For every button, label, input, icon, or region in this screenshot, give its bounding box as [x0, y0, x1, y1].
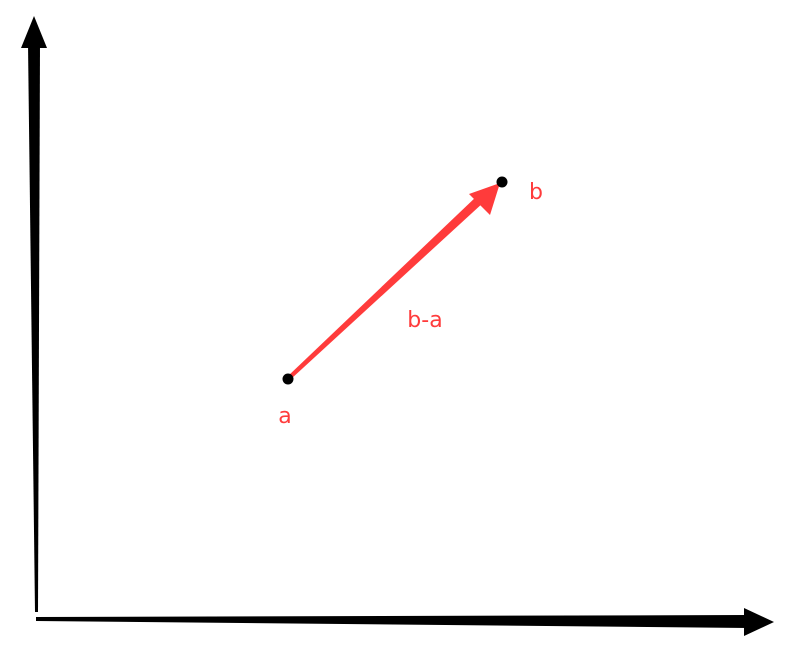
vector-b-minus-a [288, 183, 500, 379]
x-axis-shaft [36, 615, 748, 628]
label-b: b [529, 180, 543, 205]
point-a-dot [282, 373, 294, 385]
x-axis-arrowhead [744, 608, 774, 636]
x-axis [36, 608, 774, 636]
point-b-dot [496, 176, 508, 188]
vector-arrowhead [469, 183, 500, 215]
label-a: a [278, 404, 291, 429]
y-axis-shaft [28, 44, 40, 612]
y-axis-arrowhead [21, 16, 47, 48]
vector-shaft [288, 195, 484, 379]
y-axis [21, 16, 47, 612]
label-vector: b-a [407, 308, 442, 333]
